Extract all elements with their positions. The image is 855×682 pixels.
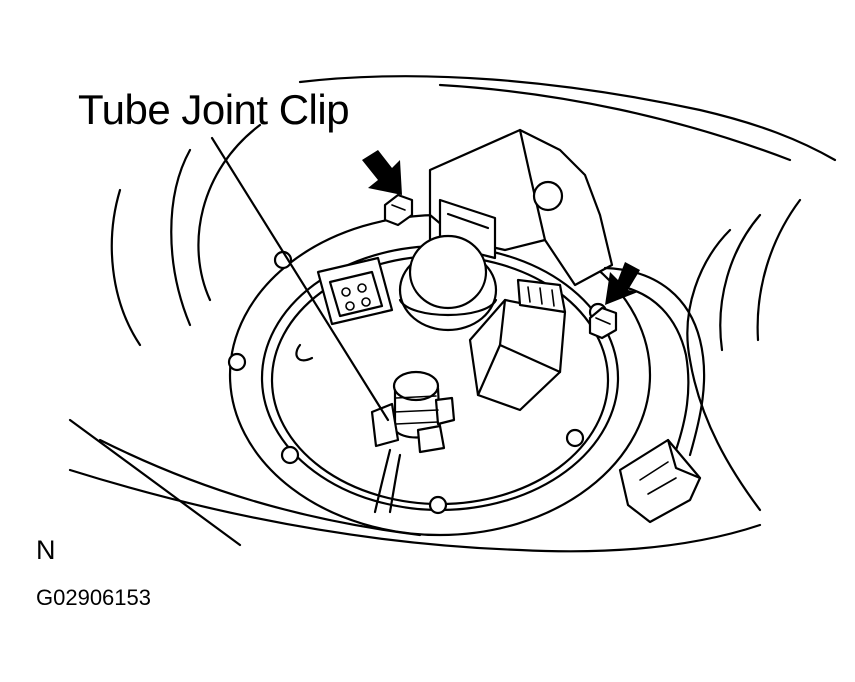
callout-leader xyxy=(210,136,390,422)
bracket-hole xyxy=(532,180,564,212)
arrow-left xyxy=(362,150,402,195)
fuel-tube-joint xyxy=(370,370,456,514)
figure-id: G02906153 xyxy=(36,585,151,610)
flange-bolt-hole xyxy=(280,445,300,465)
wire-harness xyxy=(603,266,706,524)
view-code: N xyxy=(36,535,56,565)
connector-right xyxy=(468,278,567,412)
floor-contours xyxy=(68,75,837,553)
pump-dome xyxy=(398,234,498,332)
harness-connector xyxy=(618,438,702,524)
flange-bolt-hole xyxy=(428,495,448,515)
mounting-bolts xyxy=(362,150,640,340)
flange-bolt-hole xyxy=(227,352,247,372)
bolt-left xyxy=(383,193,414,227)
bolt-right xyxy=(588,306,618,340)
connector-left xyxy=(295,256,394,362)
callout-label: Tube Joint Clip xyxy=(78,86,350,133)
flange-bolt-hole xyxy=(565,428,585,448)
harness-bracket xyxy=(428,128,614,287)
tube-joint-clip xyxy=(370,402,400,448)
arrow-right xyxy=(605,262,640,305)
